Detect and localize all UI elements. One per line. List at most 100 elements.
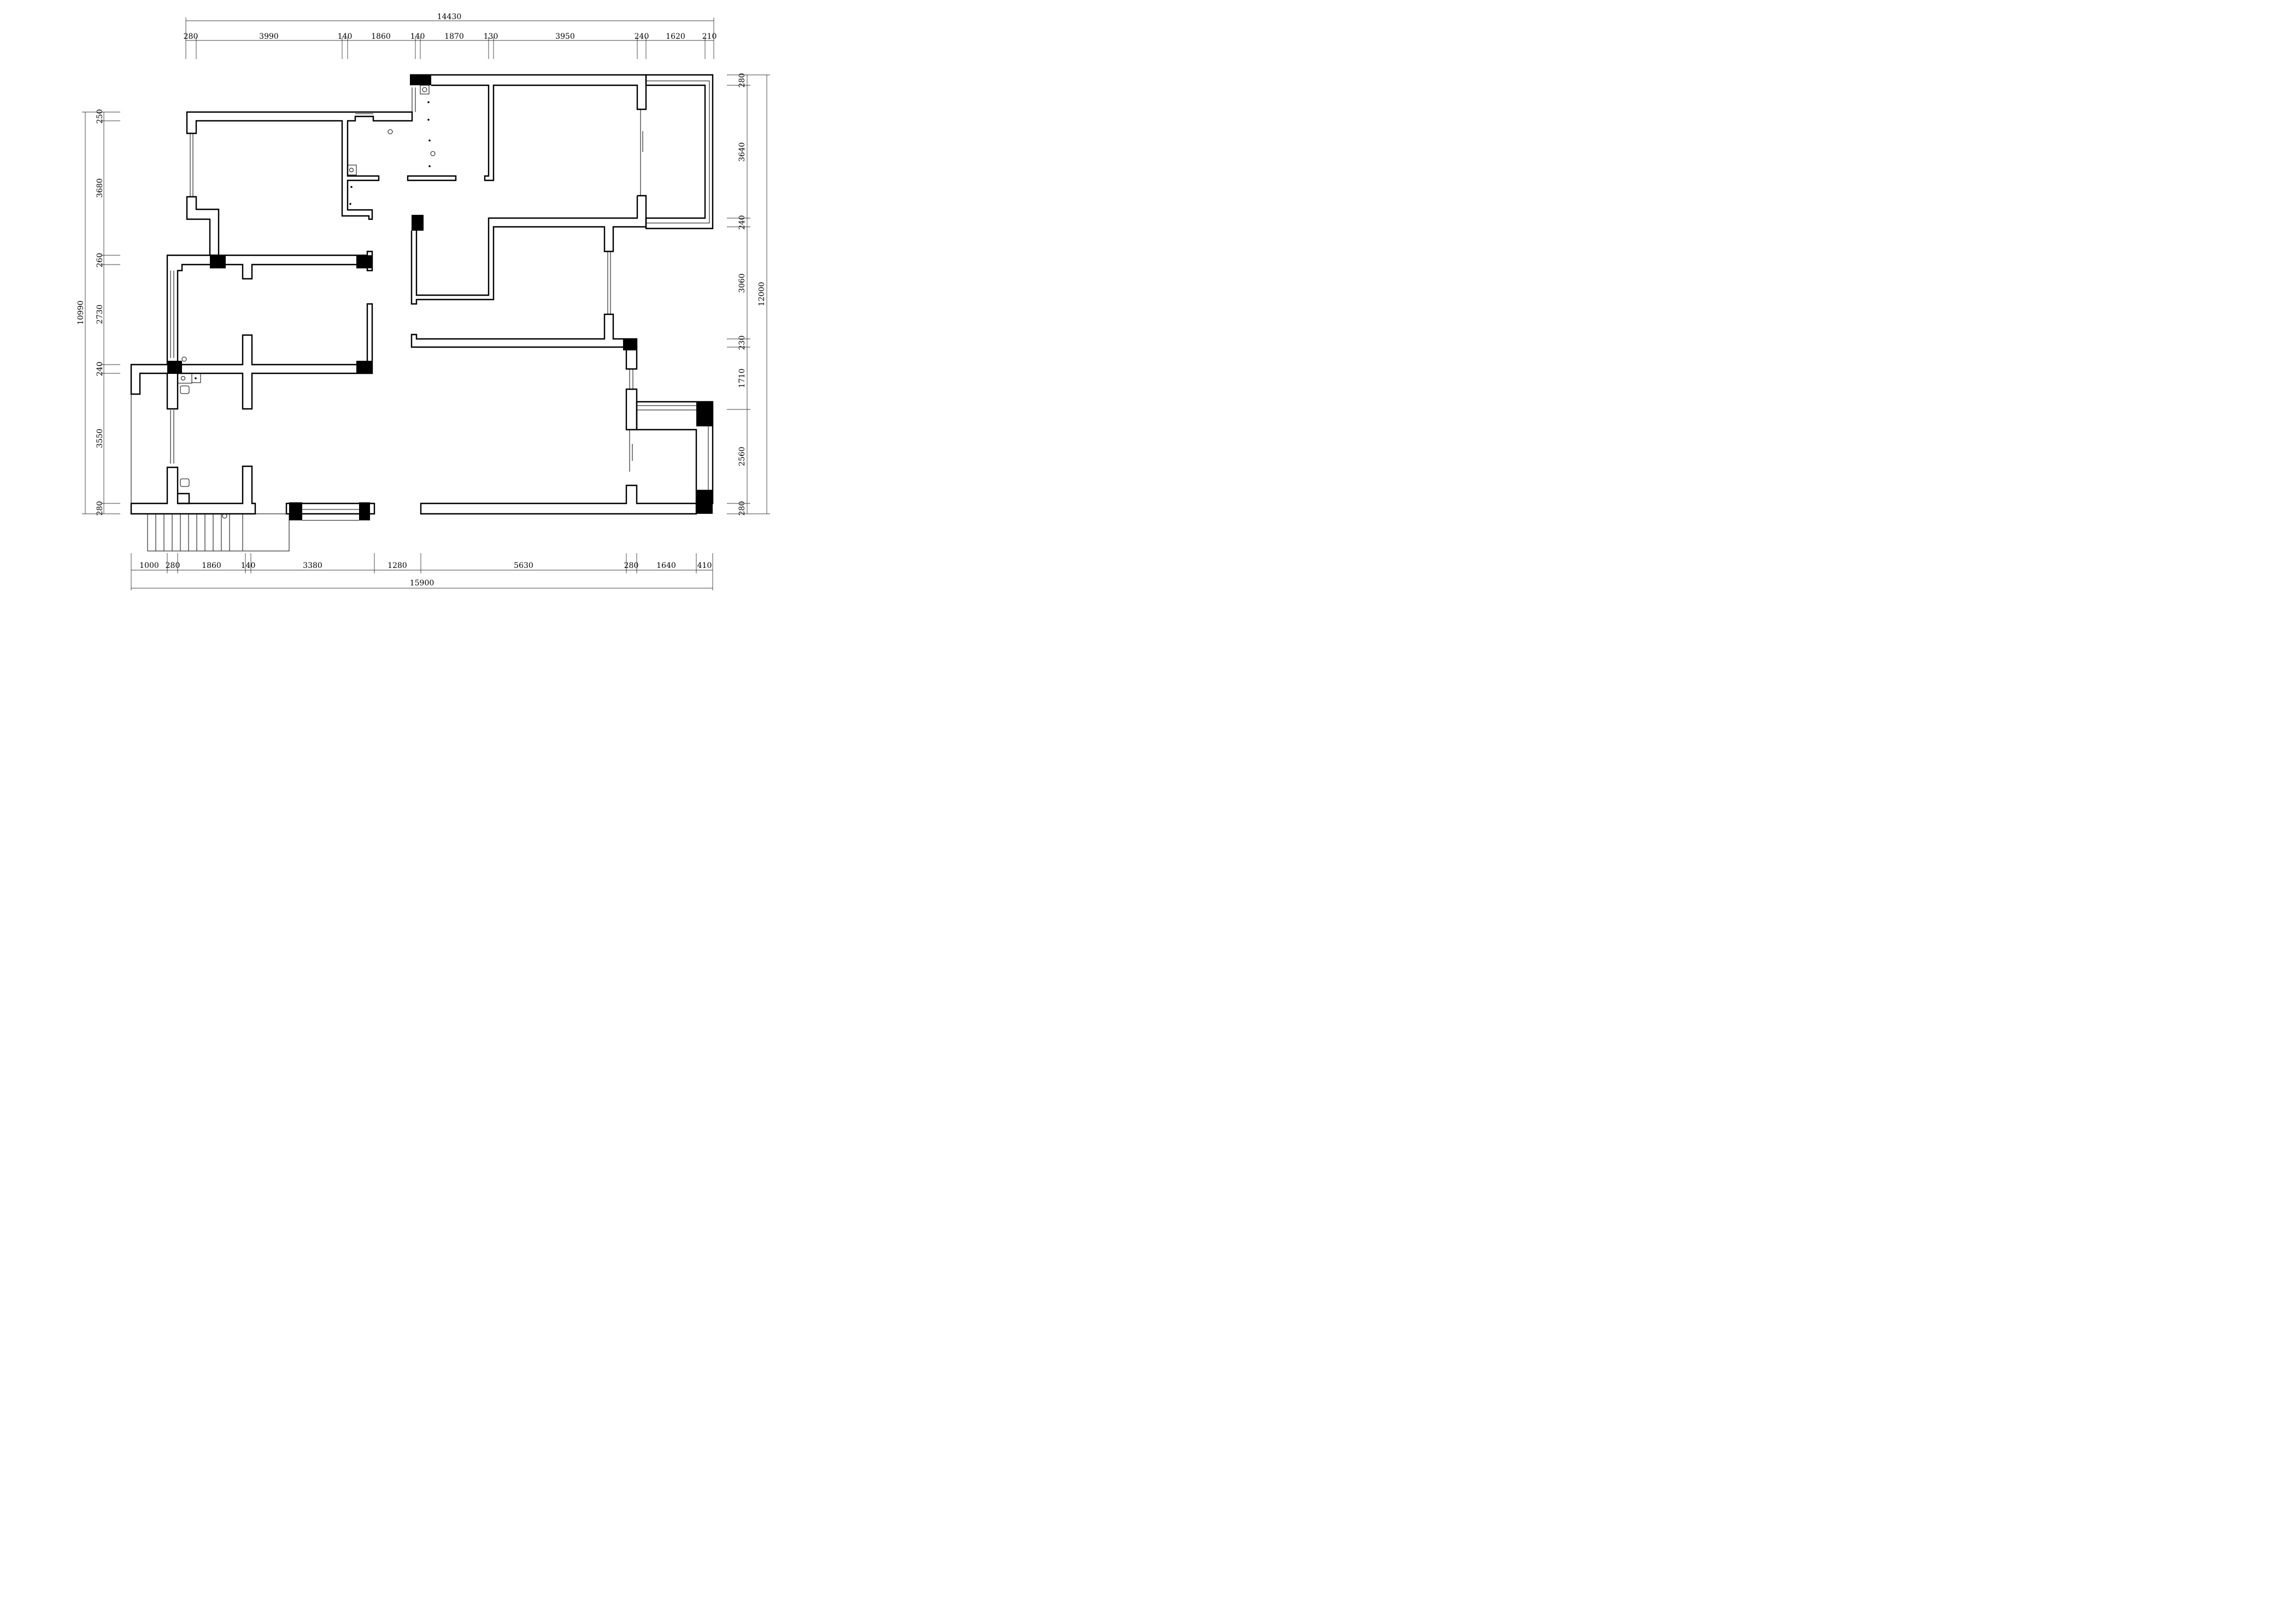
pipe-dot-icon bbox=[427, 101, 430, 103]
left-total-dimension: 10990 bbox=[77, 301, 85, 325]
column bbox=[696, 402, 713, 426]
drain-box bbox=[420, 85, 430, 95]
top-dim-4: 1860 bbox=[371, 32, 391, 41]
north-balcony bbox=[645, 74, 714, 230]
utility-box bbox=[178, 493, 190, 505]
balcony-door-north bbox=[640, 109, 643, 196]
floor-drain-icon bbox=[349, 168, 354, 172]
floor-drain-icon bbox=[422, 87, 427, 92]
entry-steps bbox=[131, 394, 290, 552]
floor-plan: 14430 280 3990 140 1860 140 1870 130 395… bbox=[77, 13, 770, 590]
top-window bbox=[412, 87, 416, 112]
bottom-dim-1: 1000 bbox=[139, 561, 159, 570]
top-dim-6: 1870 bbox=[444, 32, 464, 41]
left-dim-1: 250 bbox=[96, 109, 104, 124]
top-dim-1: 280 bbox=[184, 32, 198, 41]
right-dimension-chain: 280 3640 240 3060 230 1710 2560 280 1200… bbox=[727, 73, 770, 515]
left-dim-4: 2730 bbox=[96, 304, 104, 324]
toilet-icon bbox=[180, 385, 190, 394]
balcony-door-south bbox=[629, 430, 633, 472]
top-dimension-chain: 14430 280 3990 140 1860 140 1870 130 395… bbox=[184, 13, 717, 59]
column bbox=[167, 361, 182, 374]
fixtures bbox=[177, 85, 436, 519]
pipe-dot-icon bbox=[195, 377, 197, 379]
windows bbox=[170, 87, 643, 472]
bedroom-inner-wall bbox=[415, 196, 638, 296]
right-dim-1: 280 bbox=[738, 73, 747, 88]
bottom-dim-2: 280 bbox=[166, 561, 180, 570]
left-dim-5: 240 bbox=[96, 362, 104, 377]
top-dim-7: 130 bbox=[484, 32, 498, 41]
bottom-dim-4: 140 bbox=[241, 561, 256, 570]
left-dimension-chain: 250 3680 260 2730 240 3550 280 10990 bbox=[77, 109, 120, 516]
pipe-dot-icon bbox=[427, 119, 430, 121]
bottom-total-dimension: 15900 bbox=[410, 579, 434, 588]
floor-drain-icon bbox=[387, 129, 393, 134]
east-window-pier bbox=[625, 388, 638, 431]
top-dim-2: 3990 bbox=[259, 32, 279, 41]
walls bbox=[130, 74, 697, 521]
bottom-dim-9: 1640 bbox=[656, 561, 676, 570]
bottom-dimension-chain: 1000 280 1860 140 3380 1280 5630 280 164… bbox=[131, 553, 713, 590]
south-wall-right bbox=[420, 484, 697, 515]
top-dim-5: 140 bbox=[410, 32, 425, 41]
shaft-box bbox=[347, 165, 357, 175]
right-dim-6: 1710 bbox=[738, 368, 747, 388]
south-window-sill bbox=[285, 502, 375, 515]
column bbox=[412, 215, 424, 231]
balconies bbox=[636, 74, 714, 505]
column bbox=[696, 490, 713, 514]
column bbox=[359, 502, 370, 520]
column bbox=[356, 255, 372, 268]
middle-bedroom-wall bbox=[166, 250, 373, 366]
floor-drain-icon bbox=[430, 151, 436, 156]
floor-drain-icon bbox=[181, 356, 187, 362]
pipe-dot-icon bbox=[428, 139, 431, 142]
right-dim-5: 230 bbox=[738, 336, 747, 350]
right-dim-4: 3060 bbox=[738, 273, 747, 293]
bottom-dim-7: 5630 bbox=[514, 561, 533, 570]
column bbox=[289, 502, 302, 520]
top-total-dimension: 14430 bbox=[437, 13, 462, 21]
south-wall-left bbox=[130, 465, 256, 515]
west-window-upper bbox=[190, 133, 193, 197]
right-dim-3: 240 bbox=[738, 215, 747, 230]
shaft-box bbox=[191, 373, 201, 383]
bottom-dim-10: 410 bbox=[697, 561, 712, 570]
top-dim-11: 210 bbox=[702, 32, 717, 41]
bottom-dim-8: 280 bbox=[624, 561, 639, 570]
top-dim-10: 1620 bbox=[666, 32, 685, 41]
column bbox=[210, 255, 226, 268]
bottom-dim-3: 1860 bbox=[202, 561, 221, 570]
right-total-dimension: 12000 bbox=[757, 282, 766, 307]
living-room-north-wall bbox=[410, 313, 638, 348]
pipe-dot-icon bbox=[349, 203, 351, 205]
right-dim-7: 2560 bbox=[738, 447, 747, 466]
floor-drain-icon bbox=[181, 376, 185, 380]
north-west-wall bbox=[186, 111, 413, 220]
left-dim-2: 3680 bbox=[96, 178, 104, 198]
right-dim-2: 3640 bbox=[738, 142, 747, 162]
east-window-lower bbox=[629, 369, 633, 389]
east-window bbox=[607, 251, 611, 314]
left-dim-6: 3550 bbox=[96, 429, 104, 448]
column bbox=[356, 361, 372, 374]
floor-drain-icon bbox=[222, 513, 227, 519]
south-window-glass bbox=[302, 509, 359, 521]
top-dim-8: 3950 bbox=[555, 32, 575, 41]
column bbox=[623, 339, 637, 350]
bottom-dim-6: 1280 bbox=[387, 561, 407, 570]
structural-columns bbox=[167, 75, 713, 520]
kitchen-partition bbox=[407, 175, 457, 181]
column bbox=[410, 75, 431, 85]
pipe-dot-icon bbox=[428, 165, 431, 167]
west-window-middle bbox=[170, 271, 174, 358]
top-dim-3: 140 bbox=[338, 32, 353, 41]
left-dim-7: 280 bbox=[96, 501, 104, 516]
west-upper-wall bbox=[186, 196, 220, 256]
west-window-lower bbox=[170, 410, 174, 464]
upper-right-wall bbox=[410, 74, 647, 181]
top-dim-9: 240 bbox=[635, 32, 649, 41]
upper-right-east-wall bbox=[410, 195, 647, 305]
north-balcony-rail bbox=[646, 80, 710, 224]
